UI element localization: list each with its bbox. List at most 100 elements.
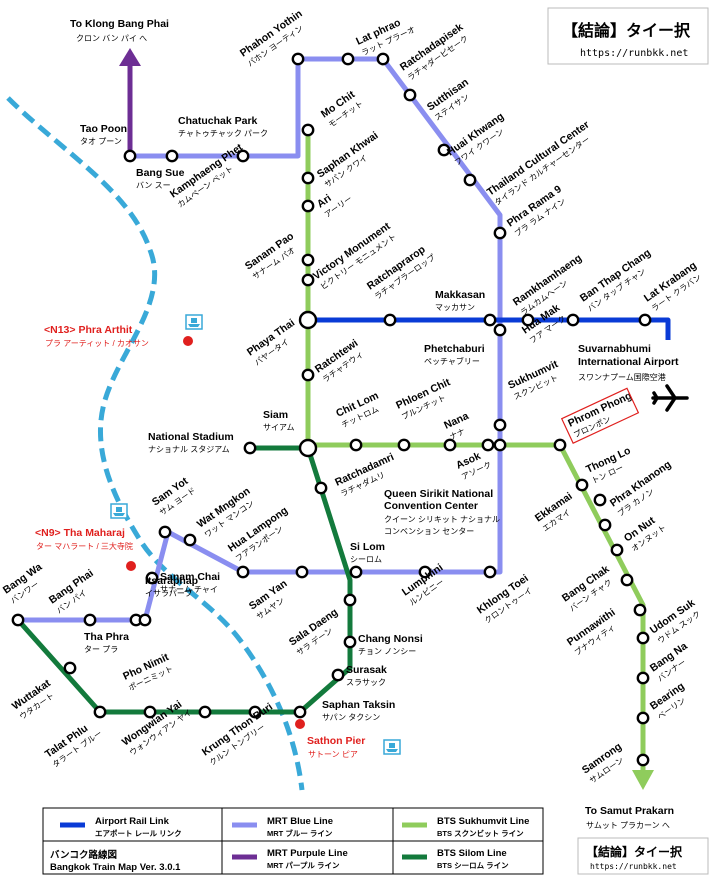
station-wongwian-yai — [198, 705, 212, 719]
airport-label-line1: Suvarnabhumi — [578, 343, 651, 355]
station-bearing — [636, 711, 650, 725]
label-si-lom: Si Lom シーロム — [350, 541, 385, 564]
station-sutthisan — [403, 88, 417, 102]
station-name-national-stadium: National Stadium — [148, 431, 234, 443]
station-name-jp-siam: サイアム — [263, 423, 294, 432]
station-name-chatuchak-park: Chatuchak Park — [178, 115, 258, 127]
legend-purple: MRT Purpule Line — [267, 848, 348, 859]
pier-label-phra-arthit: <N13> Phra Arthit — [44, 324, 133, 336]
station-si-lom — [349, 565, 363, 579]
station-thong-lo — [575, 478, 589, 492]
label-tha-phra: Tha Phra ター プラ — [84, 631, 129, 654]
legend-sukhumvit: BTS Sukhumvit Line — [437, 816, 529, 827]
boat-icon — [185, 314, 203, 330]
station-sanam-pao — [301, 253, 315, 267]
station-saphan-taksin — [293, 705, 307, 719]
station-name-jp-itsaraphap: イサラパープ — [145, 589, 192, 598]
station-name-jp-makkasan: マッカサン — [435, 303, 475, 312]
legend-sukhumvit-jp: BTS スクンビット ライン — [437, 828, 524, 838]
station-name-jp-chang-nonsi: チョン ノンシー — [358, 647, 416, 656]
station-ramkhamhaeng — [521, 313, 535, 327]
highlight-box — [560, 387, 640, 444]
station-name-queen-sirikit: Queen Sirikit National — [384, 488, 493, 500]
station-name-jp-saphan-taksin: サパン タクシン — [322, 713, 380, 722]
station-bang-wa — [11, 613, 25, 627]
svg-text:【結論】タイー択: 【結論】タイー択 — [562, 21, 691, 40]
station-chang-nonsi — [343, 635, 357, 649]
station-phloen-chit — [397, 438, 411, 452]
station-queen-sirikit — [493, 438, 507, 452]
pier-label-tha-maharaj: <N9> Tha Maharaj — [35, 527, 125, 539]
station-ekkamai — [593, 493, 607, 507]
station-name-bang-sue: Bang Sue — [136, 167, 185, 179]
direction-samut-prakarn: To Samut Prakarn — [585, 805, 674, 817]
station-surasak — [331, 668, 345, 682]
station-name-jp-tha-phra: ター プラ — [84, 645, 118, 654]
station-name-surasak: Surasak — [346, 664, 387, 676]
airport-rail-link — [308, 317, 671, 340]
legend-silom: BTS Silom Line — [437, 848, 507, 859]
station-phra-rama-9 — [493, 226, 507, 240]
pier-dot-tha-maharaj — [126, 561, 136, 571]
label-itsaraphap: Itsaraphap イサラパープ — [145, 575, 198, 598]
legend-airport: Airport Rail Link — [95, 816, 170, 827]
station-name2-queen-sirikit: Convention Center — [384, 500, 478, 512]
station-name-jp-sanam-chai: サナーム チャイ — [160, 585, 218, 594]
station-phetchaburi — [493, 323, 507, 337]
boat-icon — [383, 739, 401, 755]
station-chit-lom — [349, 438, 363, 452]
station-bang-sue — [165, 149, 179, 163]
airport-label-line2: International Airport — [578, 356, 679, 368]
station-hua-lampong — [236, 565, 250, 579]
station-ratchtewi — [301, 368, 315, 382]
station-national-stadium — [243, 441, 257, 455]
brand-logo: 【結論】タイー択 https://runbkk.net — [547, 7, 709, 65]
station-phra-khanong — [598, 518, 612, 532]
station-nana — [443, 438, 457, 452]
station-samrong — [636, 753, 650, 767]
station-name-jp-si-lom: シーロム — [350, 555, 382, 564]
label-bang-sue: Bang Sue バン スー — [136, 167, 185, 190]
svg-text:https://runbkk.net: https://runbkk.net — [580, 48, 688, 59]
station-name-tha-phra: Tha Phra — [84, 631, 129, 643]
station-sanam-chai — [145, 571, 159, 585]
pier-label-phra-arthit-jp: プラ アーティット / カオサン — [45, 339, 149, 348]
station-name-phetchaburi: Phetchaburi — [424, 343, 485, 355]
station-mo-chit — [301, 123, 315, 137]
station-name-nana: Nana — [442, 410, 470, 432]
station-bang-chak — [620, 573, 634, 587]
station-bang-na — [636, 671, 650, 685]
station-name-jp-bang-sue: バン スー — [136, 181, 171, 190]
legend-silom-jp: BTS シーロム ライン — [437, 861, 509, 870]
station-name-si-lom: Si Lom — [350, 541, 385, 553]
station-name-itsaraphap: Itsaraphap — [145, 575, 198, 587]
pier-dot-phra-arthit — [183, 336, 193, 346]
station-tao-poon — [123, 149, 137, 163]
station-wuttakat — [63, 661, 77, 675]
